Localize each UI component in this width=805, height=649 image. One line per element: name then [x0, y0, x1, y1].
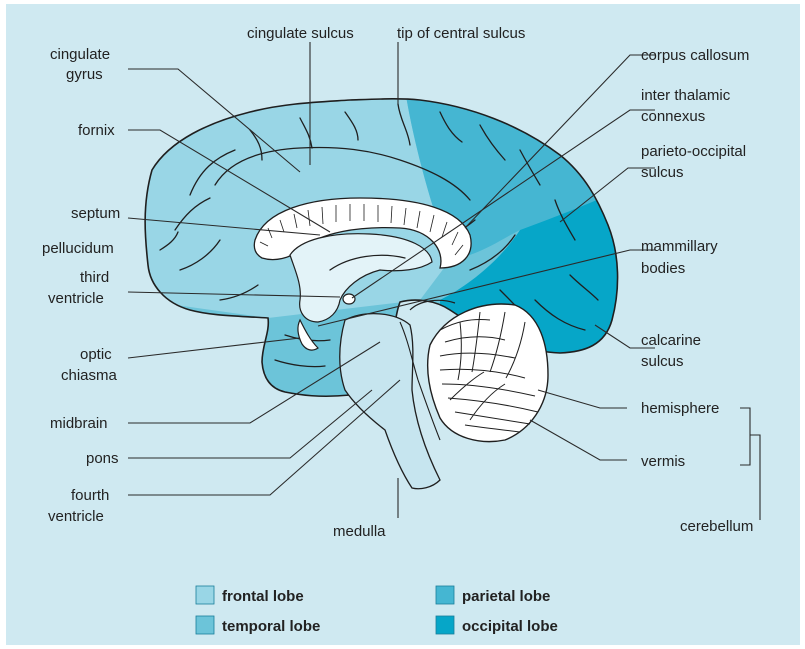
legend-label-occipital: occipital lobe — [462, 618, 558, 635]
label-optic-chiasma-2: chiasma — [61, 367, 118, 384]
legend: frontal lobe temporal lobe parietal lobe… — [196, 586, 558, 635]
cerebellum-shape — [428, 304, 548, 442]
label-septum-1: septum — [71, 205, 120, 222]
label-fourth-ventricle-1: fourth — [71, 487, 109, 504]
label-parieto-occipital-1: parieto-occipital — [641, 143, 746, 160]
label-cingulate-sulcus: cingulate sulcus — [247, 25, 354, 42]
label-cingulate-gyrus-2: gyrus — [66, 66, 103, 83]
label-fornix: fornix — [78, 122, 115, 139]
label-inter-thalamic-2: connexus — [641, 108, 705, 125]
label-mammillary-2: bodies — [641, 260, 685, 277]
label-fourth-ventricle-2: ventricle — [48, 508, 104, 525]
label-septum-2: pellucidum — [42, 240, 114, 257]
inter-thalamic-connexus — [343, 294, 355, 304]
label-pons: pons — [86, 450, 119, 467]
label-tip-central-sulcus: tip of central sulcus — [397, 25, 525, 42]
label-cingulate-gyrus-1: cingulate — [50, 46, 110, 63]
label-third-ventricle-2: ventricle — [48, 290, 104, 307]
legend-swatch-frontal — [196, 586, 214, 604]
label-mammillary-1: mammillary — [641, 238, 718, 255]
legend-swatch-temporal — [196, 616, 214, 634]
label-calcarine-2: sulcus — [641, 353, 684, 370]
label-corpus-callosum: corpus callosum — [641, 47, 749, 64]
legend-label-temporal: temporal lobe — [222, 618, 320, 635]
label-parieto-occipital-2: sulcus — [641, 164, 684, 181]
label-inter-thalamic-1: inter thalamic — [641, 87, 731, 104]
label-optic-chiasma-1: optic — [80, 346, 112, 363]
legend-label-frontal: frontal lobe — [222, 588, 304, 605]
label-calcarine-1: calcarine — [641, 332, 701, 349]
legend-swatch-parietal — [436, 586, 454, 604]
label-hemisphere: hemisphere — [641, 400, 719, 417]
label-medulla: medulla — [333, 523, 386, 540]
legend-label-parietal: parietal lobe — [462, 588, 550, 605]
legend-swatch-occipital — [436, 616, 454, 634]
label-cerebellum: cerebellum — [680, 518, 753, 535]
label-third-ventricle-1: third — [80, 269, 109, 286]
label-vermis: vermis — [641, 453, 685, 470]
label-midbrain: midbrain — [50, 415, 108, 432]
